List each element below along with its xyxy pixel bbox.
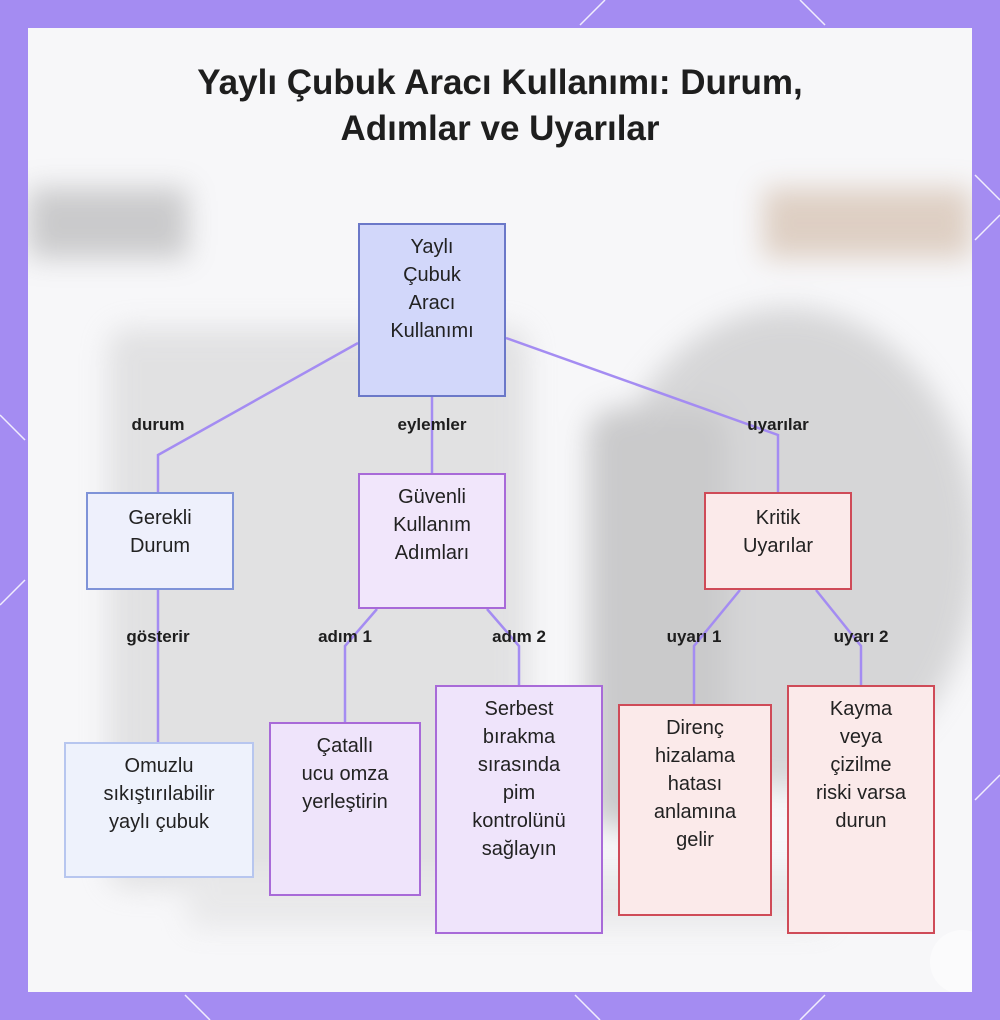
node-fork-tip-label: Çatallı ucu omza yerleştirin [301,735,389,813]
node-pin-control-label: Serbest bırakma sırasında pim kontrolünü… [472,698,566,860]
node-fork-tip-step: Çatallı ucu omza yerleştirin [269,722,421,896]
node-shoulder-compressible-rod: Omuzlu sıkıştırılabilir yaylı çubuk [64,742,254,878]
title-line-2: Adımlar ve Uyarılar [340,109,660,148]
page-title: Yaylı Çubuk Aracı Kullanımı: Durum, Adım… [0,60,1000,152]
edge-label-adim1: adım 1 [318,627,372,646]
node-safe-steps-label: Güvenli Kullanım Adımları [393,486,471,564]
node-root-spring-rod-tool: Yaylı Çubuk Aracı Kullanımı [358,223,506,397]
edge-label-uyarilar: uyarılar [747,415,809,434]
edge-label-durum: durum [131,415,185,434]
node-safe-usage-steps: Güvenli Kullanım Adımları [358,473,506,609]
edge-label-uyari1: uyarı 1 [666,627,722,646]
edge-label-gosterir: gösterir [126,627,190,646]
edge-label-adim2: adım 2 [492,627,546,646]
edge-uyarilar [505,336,780,492]
edge-durum [156,341,359,492]
edge-adim2 [486,608,521,685]
node-slip-stop-warning: Kayma veya çizilme riski varsa durun [787,685,935,934]
watermark-badge [930,930,972,992]
node-required-state-label: Gerekli Durum [128,507,192,557]
node-resistance-label: Direnç hizalama hatası anlamına gelir [653,717,737,851]
edge-adim1 [343,608,378,722]
edge-uyari2 [815,589,863,685]
node-root-label: Yaylı Çubuk Aracı Kullanımı [390,236,474,342]
edge-uyari1 [692,589,741,704]
node-shoulder-rod-label: Omuzlu sıkıştırılabilir yaylı çubuk [103,755,215,833]
edge-label-uyari2: uyarı 2 [833,627,889,646]
node-critical-warnings-label: Kritik Uyarılar [742,507,813,557]
node-resistance-warning: Direnç hizalama hatası anlamına gelir [618,704,772,916]
node-slip-stop-label: Kayma veya çizilme riski varsa durun [815,698,906,832]
node-required-state: Gerekli Durum [86,492,234,590]
edge-label-eylemler: eylemler [397,415,467,434]
node-critical-warnings: Kritik Uyarılar [704,492,852,590]
title-line-1: Yaylı Çubuk Aracı Kullanımı: Durum, [197,63,803,102]
node-pin-control-step: Serbest bırakma sırasında pim kontrolünü… [435,685,603,934]
